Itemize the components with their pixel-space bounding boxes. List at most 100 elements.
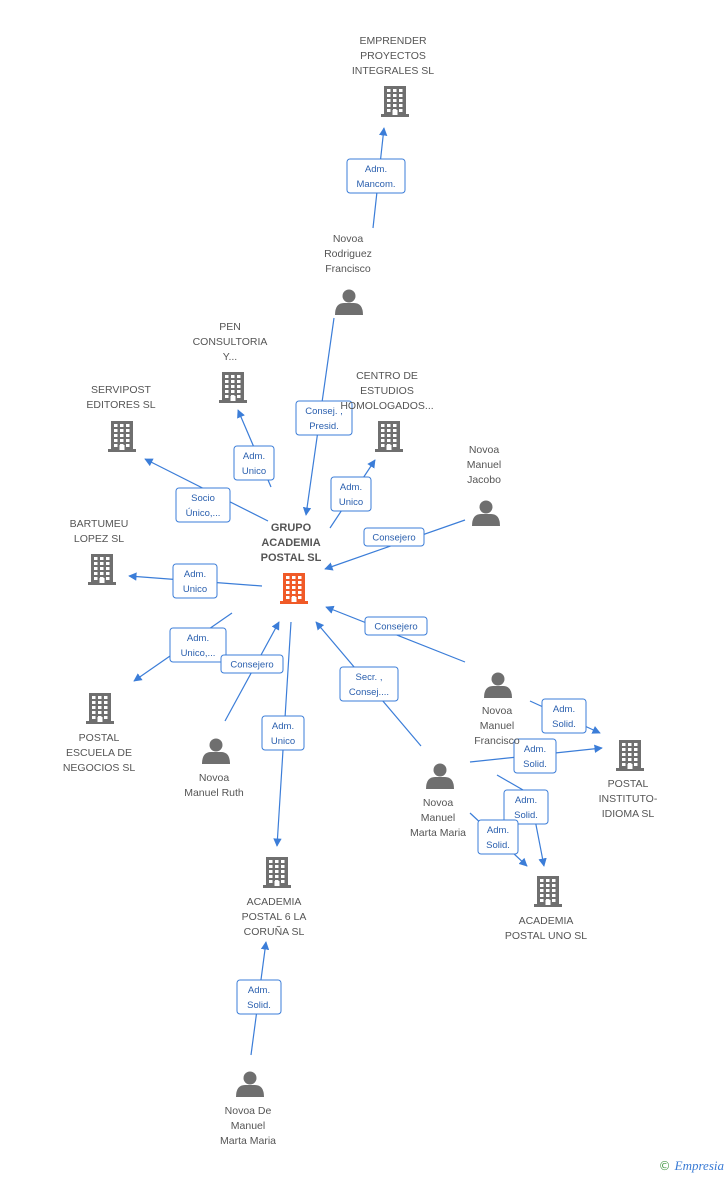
edge-label-adm-solid[interactable]: Adm.Solid. (477, 819, 519, 855)
building-icon[interactable] (219, 372, 247, 403)
edge-label-text: Adm. (187, 633, 209, 644)
node-label[interactable]: INSTITUTO- (599, 793, 658, 805)
node-label[interactable]: HOMOLOGADOS... (340, 400, 433, 412)
node-label[interactable]: Rodriguez (324, 248, 372, 260)
edge-label-adm-solid[interactable]: Adm.Solid. (236, 979, 282, 1015)
node-label[interactable]: Novoa (423, 797, 454, 809)
edge-label-adm-unico[interactable]: Adm.Unico (233, 445, 275, 481)
person-icon[interactable] (472, 500, 500, 527)
node-label[interactable]: ACADEMIA (519, 915, 574, 927)
node-label[interactable]: BARTUMEU (70, 518, 129, 530)
node-label[interactable]: Francisco (325, 263, 371, 275)
person-icon[interactable] (335, 289, 363, 316)
node-label[interactable]: POSTAL SL (261, 552, 322, 564)
building-icon[interactable] (263, 857, 291, 888)
node-label[interactable]: POSTAL (608, 778, 649, 790)
person-icon[interactable] (484, 672, 512, 699)
node-label[interactable]: IDIOMA SL (602, 808, 655, 820)
node-servipost[interactable]: SERVIPOST EDITORES SL (86, 384, 156, 452)
node-label[interactable]: INTEGRALES SL (352, 65, 434, 77)
edge-label-consejero[interactable]: Consejero (364, 616, 428, 636)
building-icon[interactable] (375, 421, 403, 452)
node-label[interactable]: ACADEMIA (261, 537, 320, 549)
person-icon[interactable] (202, 738, 230, 765)
node-label[interactable]: SERVIPOST (91, 384, 151, 396)
node-escuela[interactable]: POSTAL ESCUELA DE NEGOCIOS SL (63, 693, 136, 774)
node-label[interactable]: EMPRENDER (359, 35, 427, 47)
edge-label-text: Adm. (340, 482, 362, 493)
edge-label-adm-unico[interactable]: Adm.Unico (172, 563, 218, 599)
node-label[interactable]: Novoa (333, 233, 364, 245)
node-label[interactable]: Francisco (474, 735, 520, 747)
edge-label-socio-nico[interactable]: SocioÚnico,... (175, 487, 231, 523)
edge-label-secr-consej[interactable]: Secr. ,Consej.... (339, 666, 399, 702)
node-label[interactable]: ESCUELA DE (66, 747, 132, 759)
edge-label-adm-unico[interactable]: Adm.Unico,... (169, 627, 227, 663)
node-label[interactable]: CONSULTORIA (193, 336, 268, 348)
building-icon[interactable] (381, 86, 409, 117)
node-label[interactable]: NEGOCIOS SL (63, 762, 136, 774)
node-label[interactable]: Manuel Ruth (184, 787, 244, 799)
node-label[interactable]: Manuel (421, 812, 455, 824)
node-pen[interactable]: PEN CONSULTORIA Y... (193, 321, 268, 403)
node-label[interactable]: PEN (219, 321, 241, 333)
node-label[interactable]: Marta Maria (220, 1135, 276, 1147)
node-label[interactable]: Manuel (231, 1120, 265, 1132)
edge-6: Adm.Unico (128, 563, 263, 599)
node-label[interactable]: Novoa De (225, 1105, 272, 1117)
node-label[interactable]: GRUPO (271, 522, 312, 534)
node-centro[interactable]: CENTRO DE ESTUDIOS HOMOLOGADOS... (340, 370, 434, 452)
node-center[interactable]: GRUPO ACADEMIA POSTAL SL (261, 522, 322, 604)
edge-label-text: Adm. (553, 704, 575, 715)
node-label[interactable]: Manuel (467, 459, 501, 471)
node-uno[interactable]: ACADEMIA POSTAL UNO SL (505, 876, 587, 942)
edge-label-adm-solid[interactable]: Adm.Solid. (541, 698, 587, 734)
person-icon[interactable] (426, 763, 454, 790)
node-label[interactable]: Jacobo (467, 474, 501, 486)
edge-label-consejero[interactable]: Consejero (220, 654, 284, 674)
building-icon[interactable] (534, 876, 562, 907)
edge-label-adm-unico[interactable]: Adm.Unico (330, 476, 372, 512)
node-label[interactable]: ESTUDIOS (360, 385, 414, 397)
node-label[interactable]: CENTRO DE (356, 370, 418, 382)
node-label[interactable]: Novoa (199, 772, 230, 784)
edge-label-text: Consejero (230, 660, 273, 671)
building-icon[interactable] (88, 554, 116, 585)
node-label[interactable]: Marta Maria (410, 827, 466, 839)
node-label[interactable]: Manuel (480, 720, 514, 732)
edge-8: Consejero (220, 621, 284, 722)
node-label[interactable]: PROYECTOS (360, 50, 426, 62)
edge-label-adm-solid[interactable]: Adm.Solid. (513, 738, 557, 774)
edge-label-adm-mancom[interactable]: Adm.Mancom. (346, 158, 406, 194)
building-icon[interactable] (616, 740, 644, 771)
node-label[interactable]: CORUÑA SL (244, 925, 305, 938)
building-icon[interactable] (108, 421, 136, 452)
node-instituto[interactable]: POSTAL INSTITUTO- IDIOMA SL (599, 740, 658, 820)
node-label[interactable]: POSTAL 6 LA (242, 911, 307, 923)
edge-15: Adm.Solid. (469, 812, 528, 867)
building-icon[interactable] (280, 573, 308, 604)
edge-label-consejero[interactable]: Consejero (363, 527, 425, 547)
node-label[interactable]: Novoa (482, 705, 513, 717)
node-label[interactable]: LOPEZ SL (74, 533, 124, 545)
person-icon[interactable] (236, 1071, 264, 1098)
node-label[interactable]: POSTAL UNO SL (505, 930, 587, 942)
edge-label-consej-presid[interactable]: Consej. ,Presid. (295, 400, 353, 436)
node-emprender[interactable]: EMPRENDER PROYECTOS INTEGRALES SL (352, 35, 434, 117)
node-label[interactable]: Novoa (469, 444, 500, 456)
node-bartumeu[interactable]: BARTUMEU LOPEZ SL (70, 518, 129, 585)
building-icon[interactable] (86, 693, 114, 724)
node-coruna[interactable]: ACADEMIA POSTAL 6 LA CORUÑA SL (242, 857, 307, 938)
edge-label-adm-unico[interactable]: Adm.Unico (261, 715, 305, 751)
node-label[interactable]: EDITORES SL (86, 399, 155, 411)
edge-label-adm-solid[interactable]: Adm.Solid. (503, 789, 549, 825)
node-label[interactable]: Y... (223, 351, 237, 363)
node-label[interactable]: POSTAL (79, 732, 120, 744)
node-label[interactable]: ACADEMIA (247, 896, 302, 908)
